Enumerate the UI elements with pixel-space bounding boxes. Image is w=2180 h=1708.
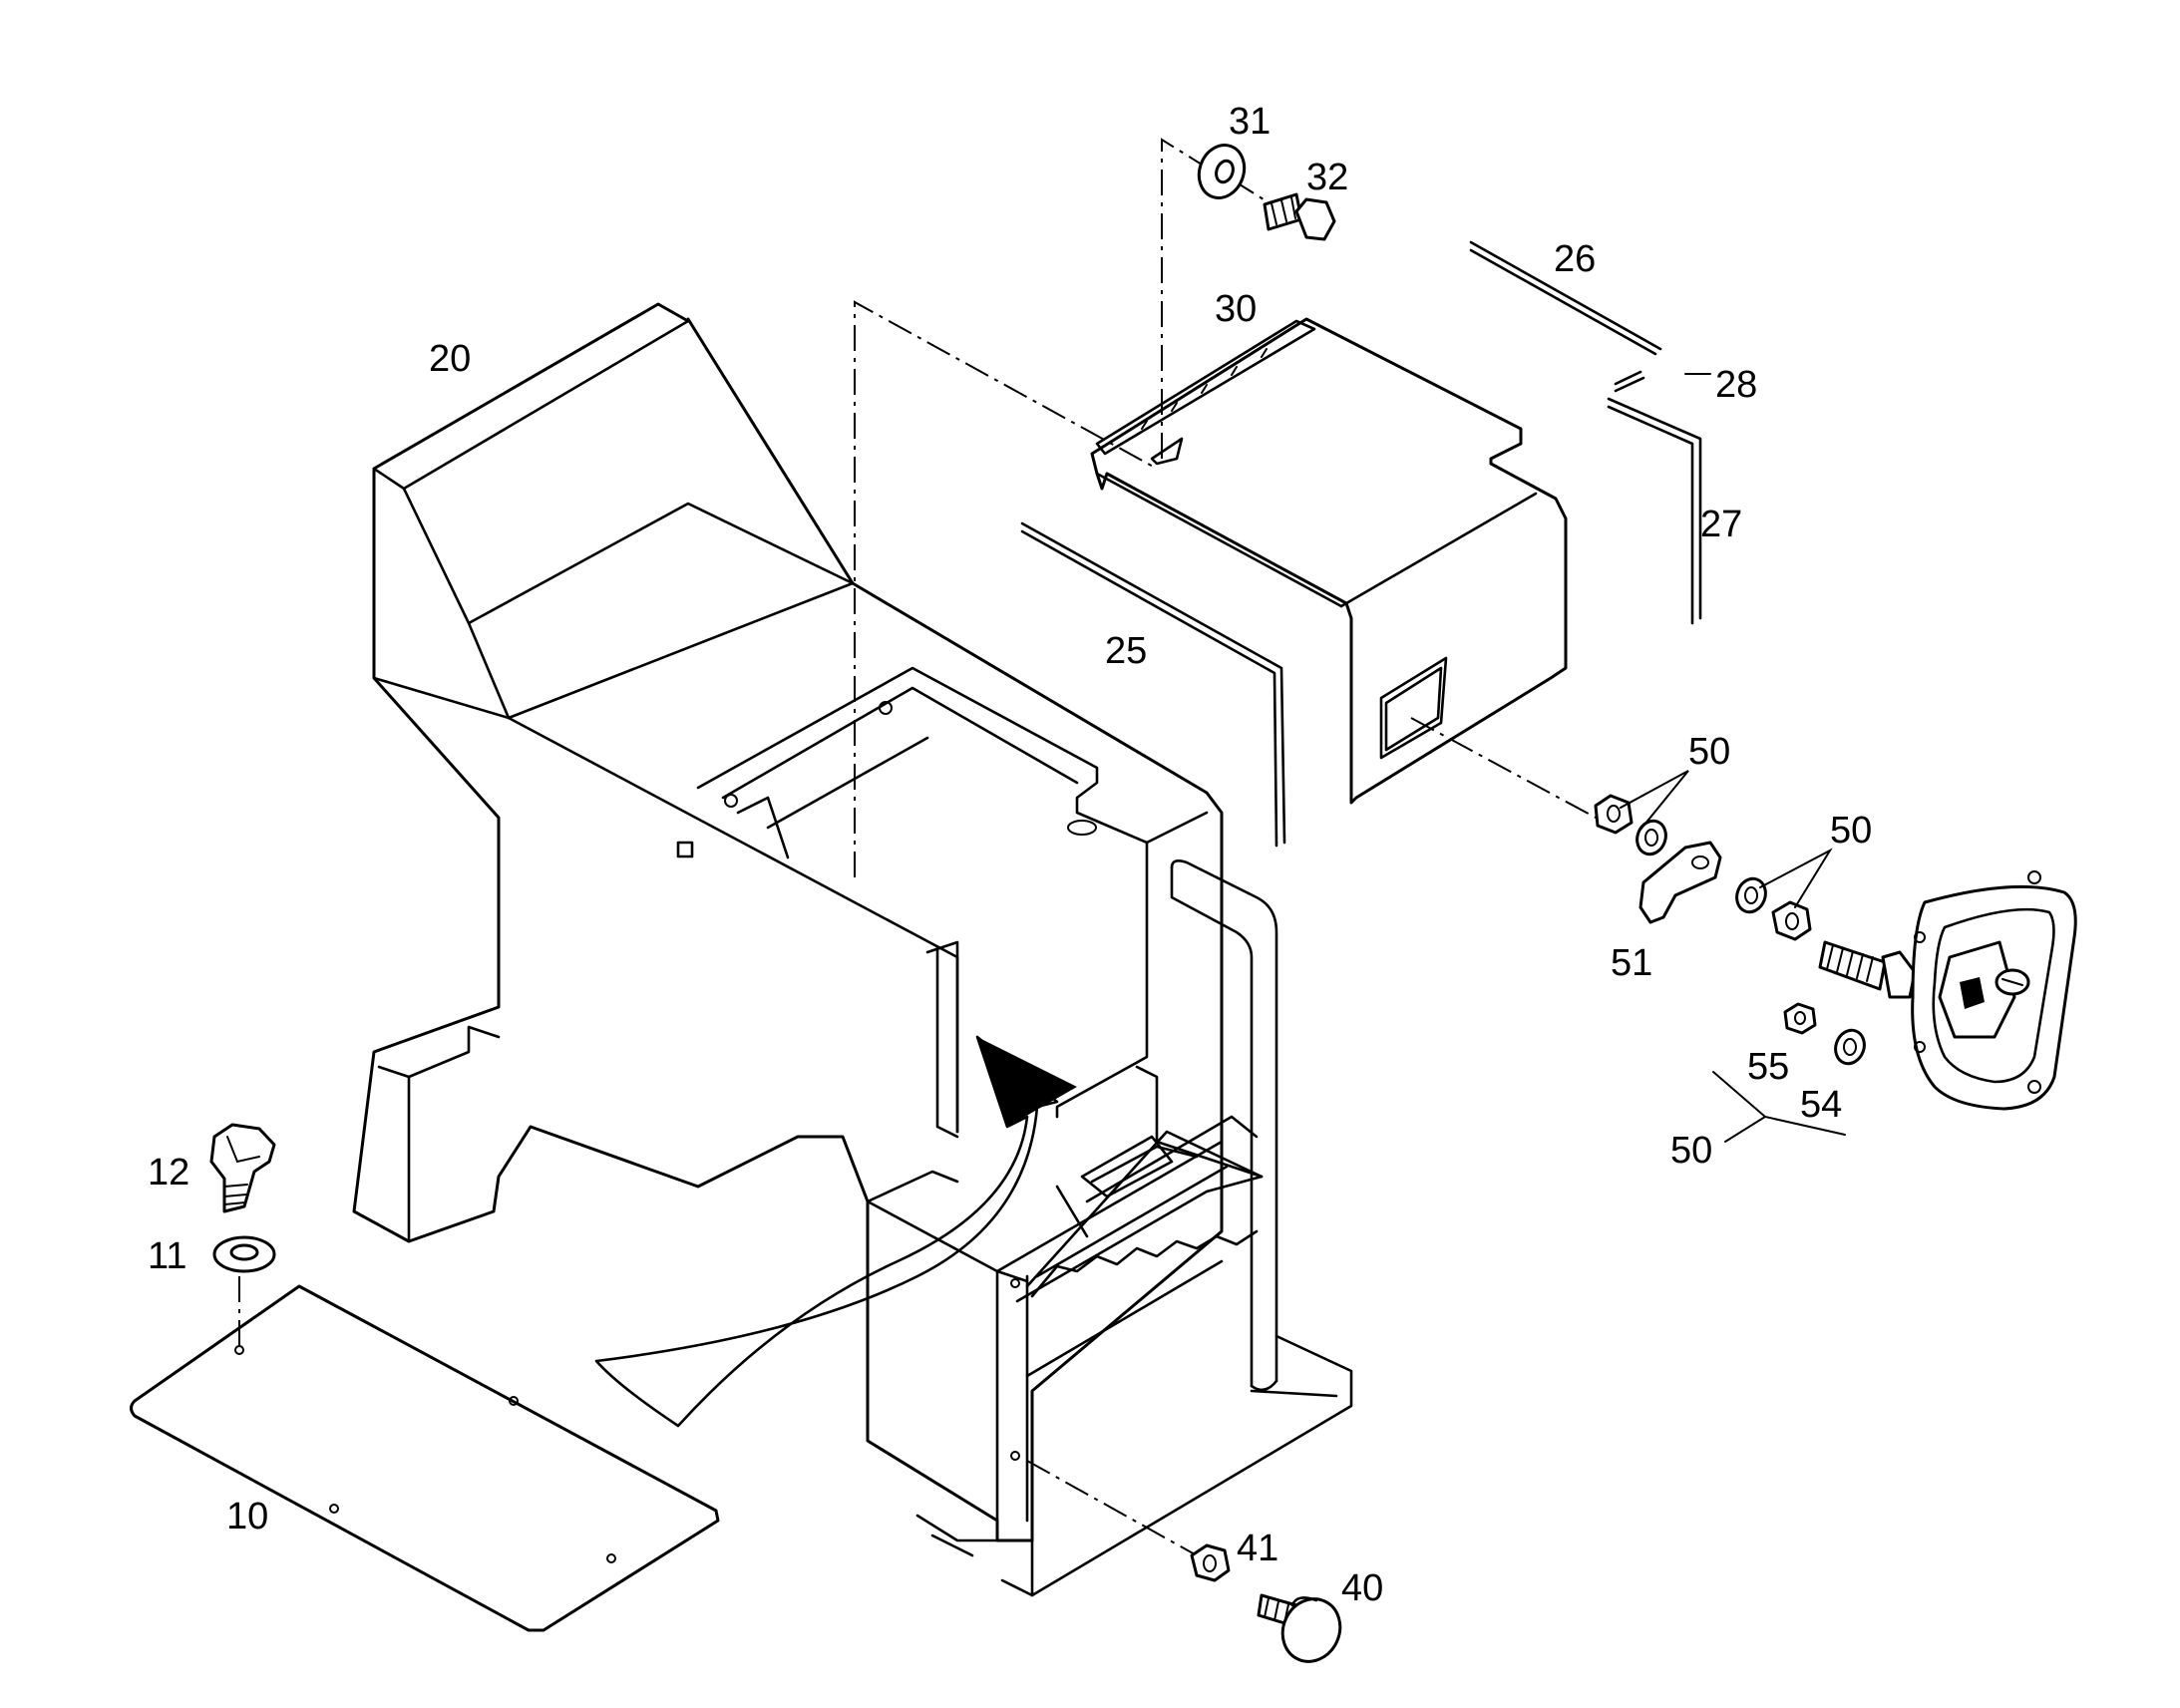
callout-25: 25 xyxy=(1105,630,1147,672)
washer-part-11 xyxy=(212,1235,276,1273)
bolt-part-12 xyxy=(209,1123,276,1213)
callout-12: 12 xyxy=(148,1152,189,1194)
callout-26: 26 xyxy=(1554,238,1596,280)
callout-54: 54 xyxy=(1800,1084,1842,1126)
callout-labels: 10 11 12 20 25 26 27 28 30 31 32 40 41 5… xyxy=(148,101,1872,1609)
seal-strip-part-25 xyxy=(1020,521,1286,848)
plate-part-10 xyxy=(130,1284,720,1632)
seal-strip-part-26 xyxy=(1469,240,1662,356)
strip-part-27 xyxy=(1607,397,1702,625)
nut-part-41 xyxy=(1190,1543,1231,1582)
detail-view-arrow xyxy=(594,1035,1077,1428)
callout-27: 27 xyxy=(1700,504,1742,545)
nut-part-55 xyxy=(1783,1002,1817,1035)
callout-50-mid: 50 xyxy=(1830,810,1872,852)
washer-part-54 xyxy=(1834,1028,1866,1066)
callout-31: 31 xyxy=(1229,101,1271,143)
callout-30: 30 xyxy=(1215,288,1257,330)
knob-part-40 xyxy=(1257,1593,1342,1663)
leader-lines xyxy=(1620,373,1846,1143)
callout-28: 28 xyxy=(1715,364,1757,406)
centerline-foot xyxy=(1026,1460,1198,1556)
cover-part-30 xyxy=(1090,317,1568,805)
callout-50-bottom: 50 xyxy=(1670,1130,1712,1172)
strip-part-28 xyxy=(1614,370,1645,393)
callout-10: 10 xyxy=(226,1496,268,1537)
callout-55: 55 xyxy=(1747,1046,1789,1088)
screw-part-32 xyxy=(1263,192,1336,241)
latch-assembly-part-50 xyxy=(1594,794,2077,1111)
housing-part-20 xyxy=(352,302,1353,1597)
washer-part-31 xyxy=(1197,144,1247,199)
callout-20: 20 xyxy=(429,338,471,380)
callout-41: 41 xyxy=(1237,1528,1278,1569)
callout-11: 11 xyxy=(148,1235,186,1277)
callout-51: 51 xyxy=(1611,942,1652,984)
cam-lever-part-51 xyxy=(1638,841,1722,924)
centerline-cover-hinge xyxy=(1161,138,1203,459)
centerline-latch xyxy=(1410,717,1597,819)
callout-50-top: 50 xyxy=(1688,731,1730,773)
centerline-frame-vertical xyxy=(854,300,1158,877)
callout-40: 40 xyxy=(1341,1567,1383,1609)
callout-32: 32 xyxy=(1306,157,1348,198)
